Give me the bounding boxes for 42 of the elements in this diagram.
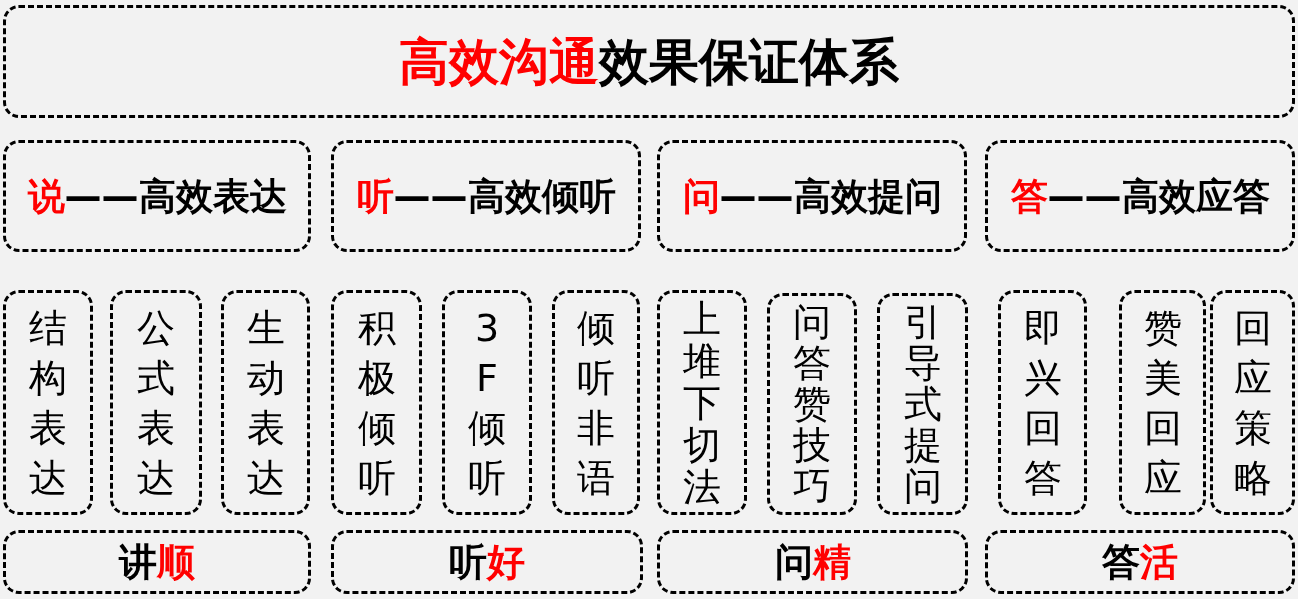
title-box bbox=[3, 5, 1295, 118]
method-label: 积极倾听 bbox=[357, 304, 396, 502]
summary-box bbox=[331, 530, 643, 594]
method-label: 问答赞技巧 bbox=[793, 301, 831, 507]
summary-box bbox=[985, 530, 1295, 594]
summary-label: 听好 bbox=[449, 543, 525, 581]
method-label: 即兴回答 bbox=[1023, 304, 1062, 502]
method-box bbox=[442, 290, 532, 515]
method-label: 上堆下切法 bbox=[683, 297, 721, 508]
summary-box bbox=[657, 530, 968, 594]
method-box bbox=[767, 293, 857, 515]
summary-box bbox=[3, 530, 311, 594]
method-box bbox=[552, 290, 640, 515]
method-box bbox=[998, 290, 1087, 515]
method-label: 生动表达 bbox=[246, 304, 285, 502]
method-box bbox=[657, 290, 747, 515]
method-box bbox=[110, 290, 202, 515]
method-label: 结构表达 bbox=[29, 304, 67, 502]
method-box bbox=[1210, 290, 1295, 515]
method-box bbox=[877, 293, 968, 515]
method-box bbox=[331, 290, 422, 515]
method-label: 回应策略 bbox=[1233, 304, 1272, 502]
method-box bbox=[221, 290, 310, 515]
method-label: 引导式提问 bbox=[903, 301, 942, 507]
summary-label: 讲顺 bbox=[119, 543, 195, 581]
method-label: 公式表达 bbox=[137, 304, 175, 502]
method-box bbox=[3, 290, 93, 515]
category-heading: 听——高效倾听 bbox=[356, 177, 616, 215]
method-label: 赞美回应 bbox=[1143, 304, 1182, 502]
category-box bbox=[985, 140, 1295, 252]
summary-label: 答活 bbox=[1102, 543, 1178, 581]
category-box bbox=[331, 140, 641, 252]
category-box bbox=[657, 140, 967, 252]
method-label: 倾听非语 bbox=[577, 304, 615, 502]
method-box bbox=[1119, 290, 1206, 515]
category-heading: 说——高效表达 bbox=[27, 177, 287, 215]
summary-label: 问精 bbox=[774, 543, 851, 581]
title-text: 高效沟通效果保证体系 bbox=[399, 36, 899, 87]
category-box bbox=[3, 140, 311, 252]
method-label: 3F倾听 bbox=[468, 304, 506, 502]
category-heading: 答——高效应答 bbox=[1010, 177, 1270, 215]
category-heading: 问——高效提问 bbox=[682, 177, 942, 215]
